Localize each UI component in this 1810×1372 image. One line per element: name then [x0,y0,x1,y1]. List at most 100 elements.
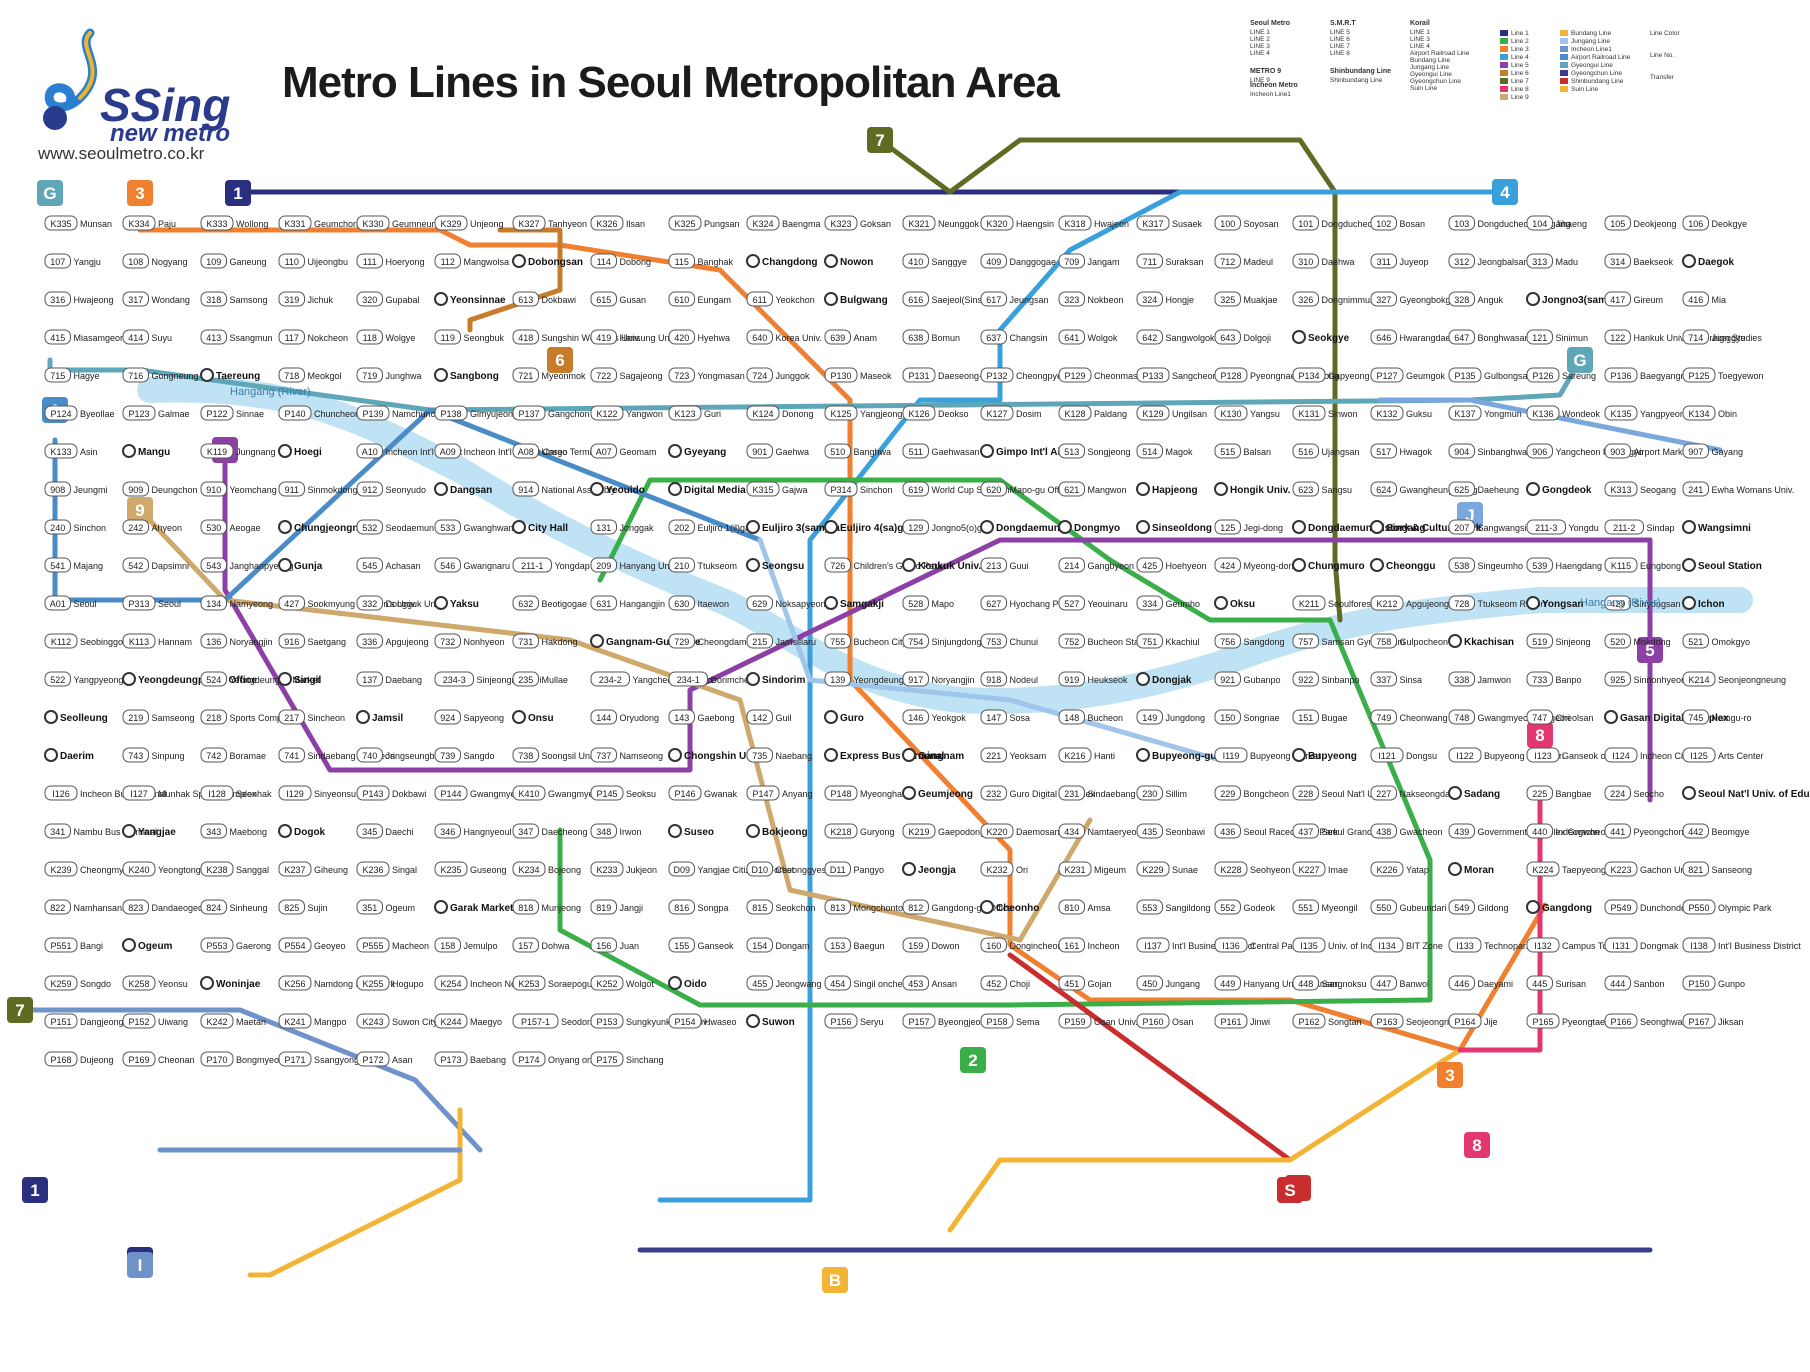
station[interactable]: Yeongdeungpo-gu Office [122,672,257,686]
station[interactable]: Chungmuro [1292,558,1365,572]
station[interactable]: Gyeyang [668,444,726,458]
station[interactable]: Dongdaemun [980,520,1060,534]
station[interactable]: Bokjeong [746,824,808,838]
station[interactable]: Konkuk Univ. [902,558,981,572]
station[interactable]: Cheonho [980,900,1039,914]
station[interactable]: Yaksu [434,596,479,610]
station[interactable]: Digital Media City [668,482,768,496]
station[interactable]: Gunja [278,558,323,572]
station[interactable]: Express Bus Terminal [824,748,945,762]
station[interactable]: Jongno3(sam)ga [1526,292,1622,306]
station[interactable]: Bulgwang [824,292,888,306]
station[interactable]: Daegok [1682,254,1735,268]
station[interactable]: Dangsan [434,482,492,496]
station[interactable]: Dongmyo [1058,520,1120,534]
station[interactable]: Changdong [746,254,818,268]
